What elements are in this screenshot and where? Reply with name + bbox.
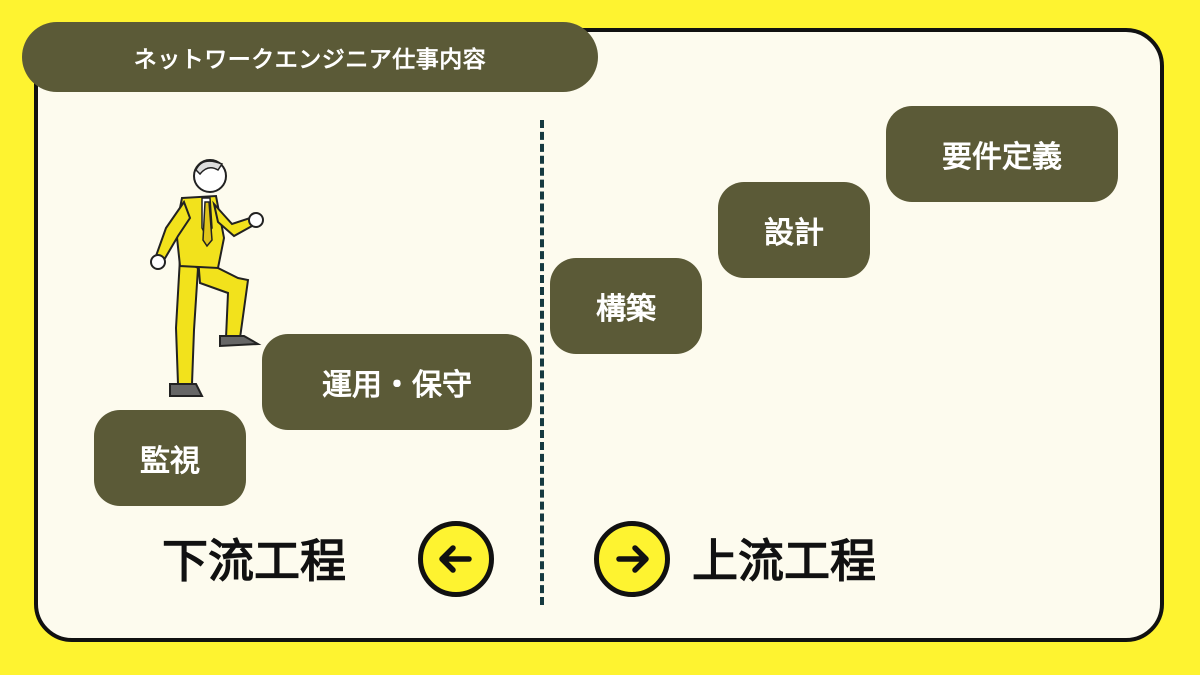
- arrow-left-icon: [418, 521, 494, 597]
- step-design: 設計: [718, 182, 870, 278]
- downstream-label: 下流工程: [162, 534, 346, 588]
- step-monitoring: 監視: [94, 410, 246, 506]
- businessman-illustration: [150, 159, 264, 397]
- step-operation-maintenance: 運用・保守: [262, 334, 532, 430]
- stage-divider: [540, 120, 544, 605]
- arrow-right-icon: [594, 521, 670, 597]
- step-construction: 構築: [550, 258, 702, 354]
- step-requirements-definition: 要件定義: [886, 106, 1118, 202]
- upstream-label: 上流工程: [692, 534, 876, 588]
- page-title: ネットワークエンジニア仕事内容: [22, 22, 598, 92]
